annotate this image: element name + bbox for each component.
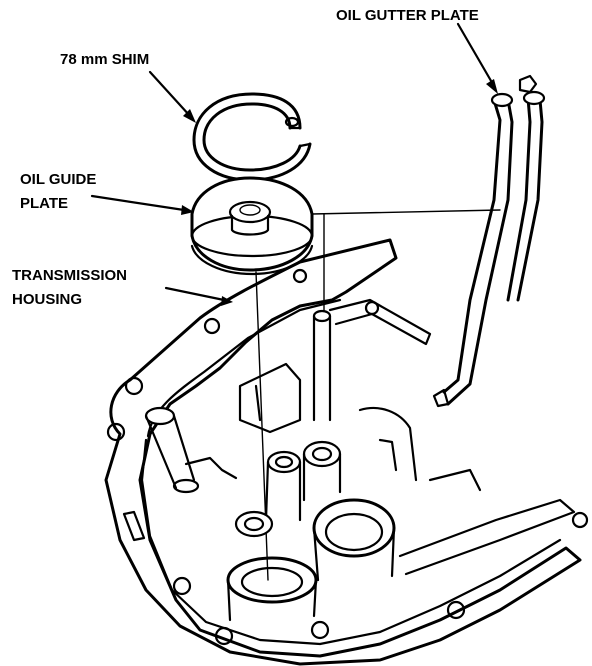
transmission-housing	[104, 238, 589, 666]
oil-guide-plate	[190, 176, 314, 276]
bearing-bore-left	[226, 510, 318, 622]
label-78mm-shim: 78 mm SHIM	[60, 51, 149, 68]
flange-bolt-holes	[106, 268, 589, 646]
label-transmission-housing-line2: HOUSING	[12, 291, 82, 308]
left-boss	[144, 406, 200, 494]
label-oil-guide-plate-line1: OIL GUIDE	[20, 171, 96, 188]
leader-78mm-shim	[148, 70, 196, 123]
oil-pipe	[312, 298, 432, 422]
shaft-bore-center	[264, 440, 342, 522]
shim-ring	[192, 92, 312, 182]
label-oil-gutter-plate: OIL GUTTER PLATE	[336, 7, 479, 24]
alignment-line-gutter	[311, 209, 501, 215]
bearing-bore-right	[312, 498, 396, 582]
label-oil-guide-plate-line2: PLATE	[20, 195, 68, 212]
leader-oil-gutter-plate	[456, 22, 498, 94]
leader-oil-guide-plate	[90, 194, 194, 215]
oil-gutter-plate	[432, 74, 546, 408]
label-transmission-housing-line1: TRANSMISSION	[12, 267, 127, 284]
